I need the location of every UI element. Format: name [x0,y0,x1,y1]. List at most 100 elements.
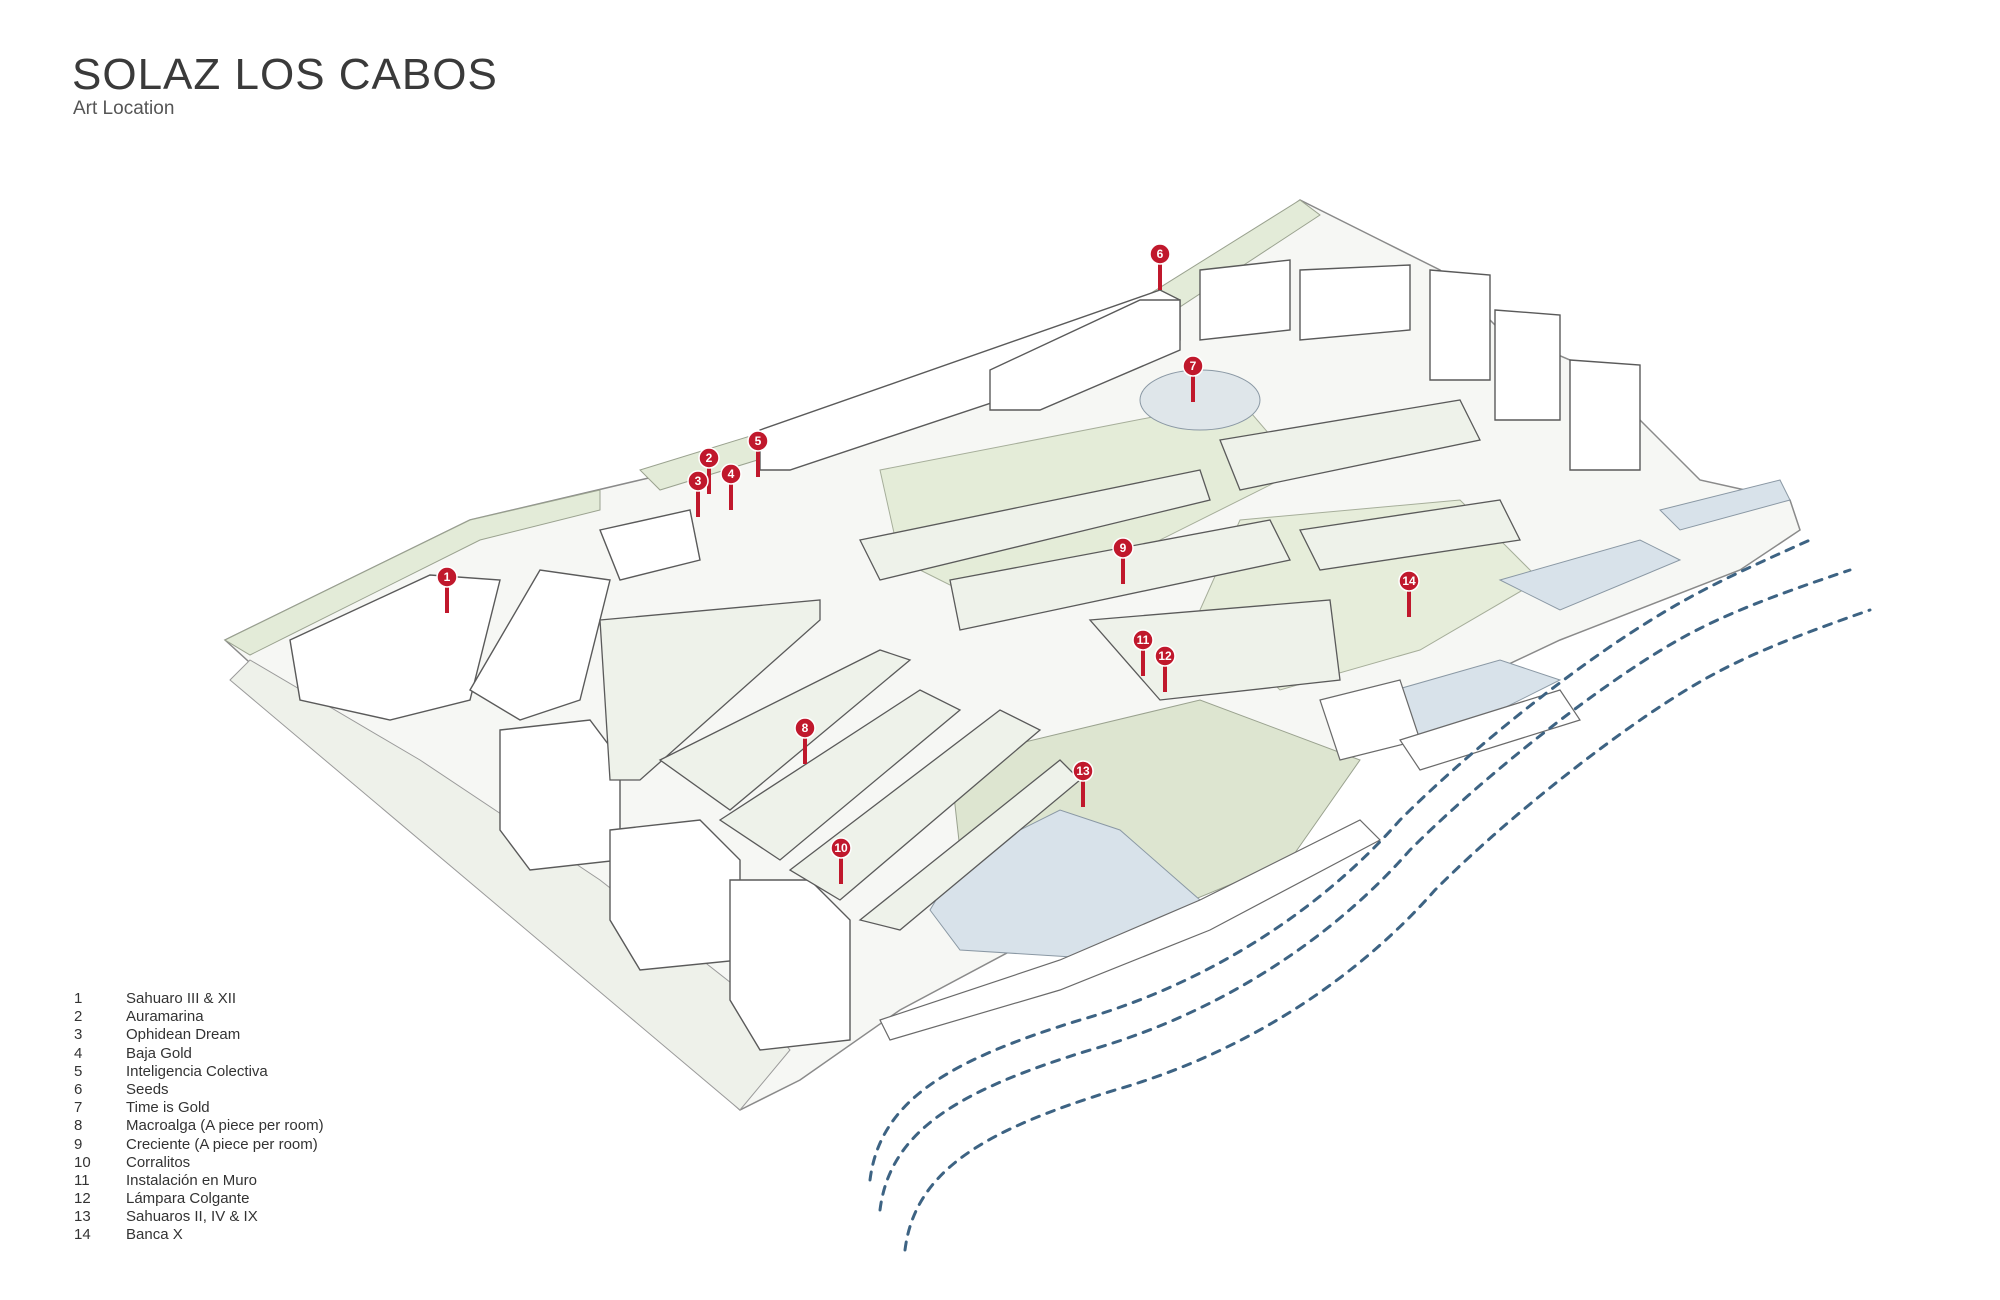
marker-number: 13 [1076,764,1090,778]
legend-label: Sahuaro III & XII [126,990,237,1007]
legend-number: 5 [74,1062,83,1080]
north-buildings [759,259,1641,471]
marker-pin [1149,243,1171,265]
wing-center-1 [859,469,1211,581]
legend-item: 1 Sahuaro III & XII [74,990,324,1008]
marker-number: 10 [834,841,848,855]
art-marker-10[interactable]: 10 [830,837,852,884]
tower-c [729,879,851,1051]
wing-east-1 [1219,399,1481,491]
north-tall-building [989,299,1181,411]
east-tower-3 [1569,359,1641,471]
art-marker-2[interactable]: 2 [698,447,720,494]
page-title: SOLAZ LOS CABOS [72,50,498,99]
marker-number: 1 [444,570,451,584]
marker-number: 9 [1120,541,1127,555]
wave-line-2 [878,568,1852,1212]
legend-item: 9 Creciente (A piece per room) [74,1136,324,1154]
wing-center-2 [949,519,1291,631]
art-marker-12[interactable]: 12 [1154,645,1176,692]
marker-pin [698,447,720,469]
legend-label: Instalación en Muro [126,1171,257,1189]
art-marker-7[interactable]: 7 [1182,355,1204,402]
marker-number: 2 [706,451,713,465]
marker-number: 8 [802,721,809,735]
lobby-building [599,509,701,581]
legend-number: 13 [74,1208,91,1226]
marker-number: 4 [728,467,735,481]
art-marker-14[interactable]: 14 [1398,570,1420,617]
art-marker-6[interactable]: 6 [1149,243,1171,290]
marker-number: 12 [1158,649,1172,663]
tower-a [499,719,621,871]
art-marker-9[interactable]: 9 [1112,537,1134,584]
marker-pin [1072,760,1094,782]
legend-label: Ophidean Dream [126,1026,241,1044]
wing-west-4 [788,709,1042,901]
marker-pin [794,717,816,739]
art-marker-13[interactable]: 13 [1072,760,1094,807]
marker-number: 7 [1190,359,1197,373]
page-subtitle: Art Location [73,98,175,119]
wing-west-2 [658,649,912,811]
art-marker-11[interactable]: 11 [1132,629,1154,676]
legend-item: 5 Inteligencia Colectiva [74,1063,324,1081]
marker-pin [1154,645,1176,667]
west-buildings [289,509,851,1051]
art-marker-3[interactable]: 3 [687,470,709,517]
legend-number: 1 [74,990,83,1007]
legend-number: 9 [74,1135,83,1153]
legend-number: 10 [74,1153,91,1171]
marker-number: 6 [1157,247,1164,261]
legend-item: 10 Corralitos [74,1154,324,1172]
wing-east-2 [1299,499,1521,571]
legend-item: 6 Seeds [74,1081,324,1099]
north-east-block-1 [1199,259,1291,341]
tower-b [609,819,741,971]
art-marker-8[interactable]: 8 [794,717,816,764]
marker-pin [1398,570,1420,592]
north-east-block-2 [1299,264,1411,341]
wave-line-1 [868,538,1812,1182]
south-promenade [879,819,1381,1041]
legend-item: 8 Macroalga (A piece per room) [74,1117,324,1135]
marker-pin [687,470,709,492]
legend-number: 12 [74,1190,91,1208]
art-marker-1[interactable]: 1 [436,566,458,613]
legend-number: 14 [74,1226,91,1244]
marker-pin [1112,537,1134,559]
legend-number: 8 [74,1117,83,1135]
east-pool [1498,539,1682,611]
legend-number: 11 [74,1171,90,1189]
marker-pin [747,430,769,452]
legend-number: 6 [74,1080,83,1098]
marker-pin [436,566,458,588]
marker-pin [830,837,852,859]
marker-pin [1182,355,1204,377]
art-marker-4[interactable]: 4 [720,463,742,510]
legend-label: Inteligencia Colectiva [126,1062,268,1080]
beach-deck [1399,689,1581,771]
western-landscape-strip [223,489,601,656]
marker-number: 3 [695,474,702,488]
legend-number: 7 [74,1099,83,1117]
legend-label: Macroalga (A piece per room) [126,1117,324,1135]
legend-label: Auramarina [126,1008,204,1026]
legend-label: Seeds [126,1080,169,1098]
art-marker-5[interactable]: 5 [747,430,769,477]
marker-pin [720,463,742,485]
legend-label: Corralitos [126,1153,191,1171]
legend-label: Creciente (A piece per room) [126,1135,318,1153]
marker-number: 14 [1402,574,1416,588]
east-tower-2 [1494,309,1561,421]
